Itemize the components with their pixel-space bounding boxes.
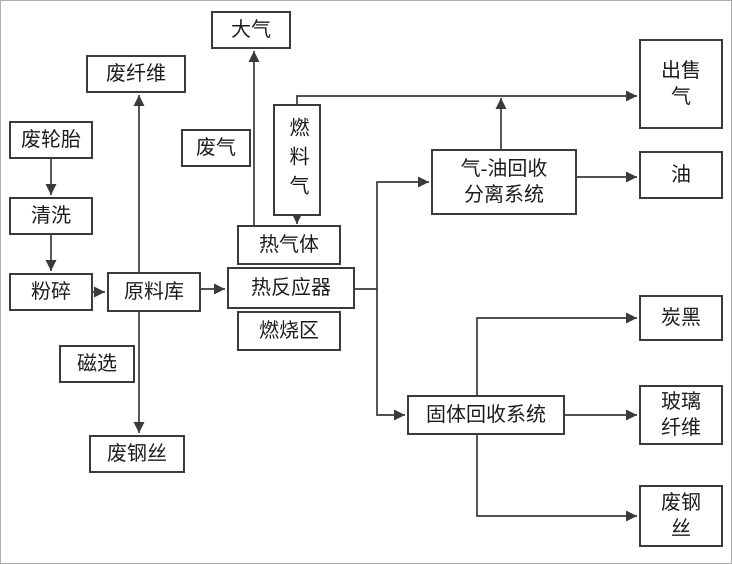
node-magnetic-separation: 磁选 xyxy=(59,345,135,383)
node-fuel-gas-label: 燃料气 xyxy=(286,116,308,204)
node-carbon-black-label: 炭黑 xyxy=(661,307,701,329)
arrow-solid-system-to-waste-wire xyxy=(476,435,637,522)
node-waste-gas-label: 废气 xyxy=(196,137,236,159)
node-solid-recovery-system-label: 固体回收系统 xyxy=(426,404,546,426)
node-waste-gas: 废气 xyxy=(181,129,251,167)
node-raw-material-store-label: 原料库 xyxy=(124,281,184,303)
node-cleaning: 清洗 xyxy=(9,197,93,235)
node-glass-fiber-label: 玻璃 纤维 xyxy=(661,391,701,439)
node-gas-oil-recovery-system-label: 气-油回收 分离系统 xyxy=(460,158,548,206)
node-waste-steel-wire-right-label: 废钢 丝 xyxy=(661,492,701,540)
node-oil-label: 油 xyxy=(671,164,691,186)
node-waste-fiber: 废纤维 xyxy=(86,55,186,93)
line-topline-to-fuel-gas xyxy=(296,95,501,104)
node-atmosphere: 大气 xyxy=(211,11,291,49)
node-waste-steel-wire-left: 废钢丝 xyxy=(89,435,185,473)
node-cleaning-label: 清洗 xyxy=(31,205,71,227)
node-thermal-reactor: 热反应器 xyxy=(227,267,355,309)
node-fuel-gas: 燃料气 xyxy=(273,104,321,216)
node-crushing: 粉碎 xyxy=(9,273,93,311)
node-thermal-reactor-label: 热反应器 xyxy=(251,277,331,299)
node-waste-fiber-label: 废纤维 xyxy=(106,63,166,85)
node-waste-tire-label: 废轮胎 xyxy=(21,129,81,151)
node-atmosphere-label: 大气 xyxy=(231,19,271,41)
node-hot-gas: 热气体 xyxy=(237,225,341,265)
node-magnetic-separation-label: 磁选 xyxy=(77,353,117,375)
arrow-junction-to-gas-oil-system xyxy=(376,176,429,289)
node-hot-gas-label: 热气体 xyxy=(259,234,319,256)
node-glass-fiber: 玻璃 纤维 xyxy=(639,385,723,445)
node-gas-for-sale-label: 出售 气 xyxy=(661,60,701,108)
arrow-junction-to-solid-system xyxy=(376,289,405,421)
node-waste-tire: 废轮胎 xyxy=(9,121,93,159)
node-gas-oil-recovery-system: 气-油回收 分离系统 xyxy=(431,149,577,215)
node-crushing-label: 粉碎 xyxy=(31,281,71,303)
node-waste-steel-wire-left-label: 废钢丝 xyxy=(107,443,167,465)
node-waste-steel-wire-right: 废钢 丝 xyxy=(639,485,723,547)
arrow-solid-system-to-carbon-black xyxy=(476,312,637,395)
node-gas-for-sale: 出售 气 xyxy=(639,39,723,129)
node-solid-recovery-system: 固体回收系统 xyxy=(407,395,565,435)
node-oil: 油 xyxy=(639,151,723,199)
node-combustion-zone: 燃烧区 xyxy=(237,311,341,351)
node-combustion-zone-label: 燃烧区 xyxy=(259,320,319,342)
node-raw-material-store: 原料库 xyxy=(107,272,201,312)
node-carbon-black: 炭黑 xyxy=(639,295,723,341)
